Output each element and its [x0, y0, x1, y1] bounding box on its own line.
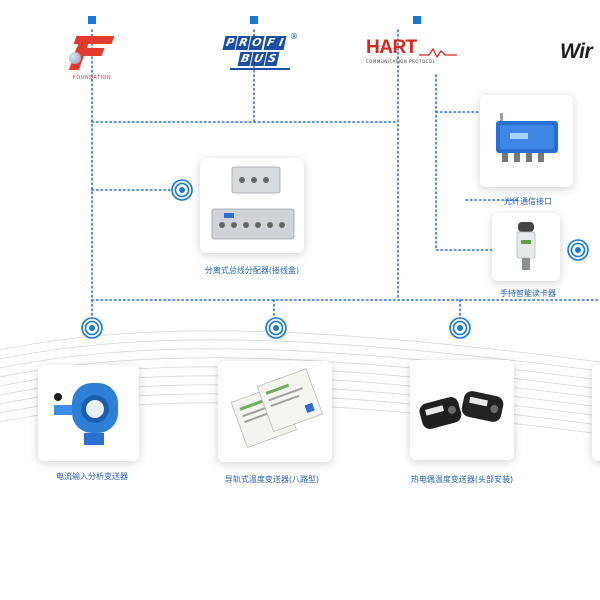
background-curve [0, 339, 600, 372]
profibus-logo: ® P R O F I B U S [210, 32, 300, 70]
field-transmitter-image [53, 383, 118, 445]
head-module-label: 热电偶温度变送器(头部安装) [410, 475, 514, 484]
foundation-caption: FOUNDATION [72, 75, 112, 81]
junction-box-card [480, 95, 573, 187]
junction-box-label: 光纤通信接口 [504, 197, 552, 206]
foundation-fieldbus-logo: FOUNDATION [62, 34, 122, 81]
head-module-image [419, 391, 504, 429]
splitter-card [200, 158, 304, 253]
foundation-mark-icon [68, 34, 115, 72]
wireless-logo: Wir [560, 40, 593, 64]
ir-sensor-label: 手持智能读卡器 [500, 289, 556, 298]
hart-caption: COMMUNICATION PROTOCOL [366, 59, 436, 64]
wireless-node-icon [265, 317, 287, 339]
wireless-node-icon [81, 317, 103, 339]
profibus-registered-mark: ® [290, 32, 298, 41]
rail-module-card [218, 361, 332, 462]
profibus-underline [230, 68, 290, 70]
wireless-node-icon [449, 317, 471, 339]
background-curve [0, 330, 600, 363]
profibus-word-2: B U S [237, 52, 280, 66]
head-module-card [410, 360, 514, 460]
ir-sensor-image [516, 222, 536, 270]
hart-logo: HART COMMUNICATION PROTOCOL [366, 38, 476, 64]
splitter-image [211, 166, 295, 239]
marker-square-foundation [88, 16, 96, 24]
field-transmitter-card [38, 365, 139, 461]
hart-wave-icon [418, 47, 457, 58]
wireless-nodes [81, 179, 589, 339]
wireless-node-icon [567, 239, 589, 261]
hart-wordmark: HART [366, 38, 457, 58]
marker-square-profibus [250, 16, 258, 24]
junction-box-image [495, 113, 558, 162]
rail-module-label: 导轨式温度变送器(八路型) [224, 475, 320, 484]
splitter-label: 分离式总线分配器(接线盒) [204, 266, 300, 275]
profibus-word-1: P R O F I [222, 36, 287, 50]
wireless-node-icon [171, 179, 193, 201]
marker-square-hart [413, 16, 421, 24]
ir-sensor-card [492, 213, 560, 281]
wireless-wordmark: Wir [560, 40, 593, 63]
partial-card-right [592, 365, 600, 461]
rail-module-image [230, 367, 324, 448]
field-transmitter-label: 电流输入分析变送器 [56, 472, 128, 481]
